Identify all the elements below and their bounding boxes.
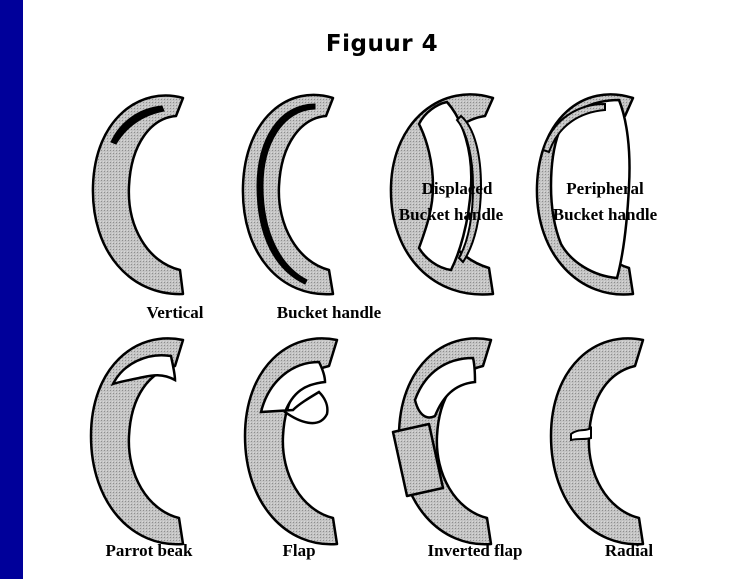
flap-tear-illustration [245,338,337,544]
radial-tear-illustration [551,338,643,544]
label-vertical: Vertical [147,303,204,322]
label-parrot-beak: Parrot beak [105,541,193,560]
label-flap: Flap [282,541,315,560]
label-displaced-line2: Bucket handle [399,205,504,224]
label-peripheral-line1: Peripheral [566,179,644,198]
label-peripheral-line2: Bucket handle [553,205,658,224]
inverted-flap-tear-illustration [393,338,491,544]
meniscus-tear-diagram: Vertical Bucket handle Displaced Bucket … [23,0,741,579]
label-displaced-line1: Displaced [422,179,493,198]
label-bucket-handle: Bucket handle [277,303,382,322]
bucket-handle-tear-illustration [243,95,333,294]
figure-panel: Figuur 4 [23,0,741,579]
label-inverted-flap: Inverted flap [428,541,523,560]
label-radial: Radial [605,541,653,560]
parrot-beak-tear-illustration [91,338,183,544]
vertical-tear-illustration [93,96,183,295]
